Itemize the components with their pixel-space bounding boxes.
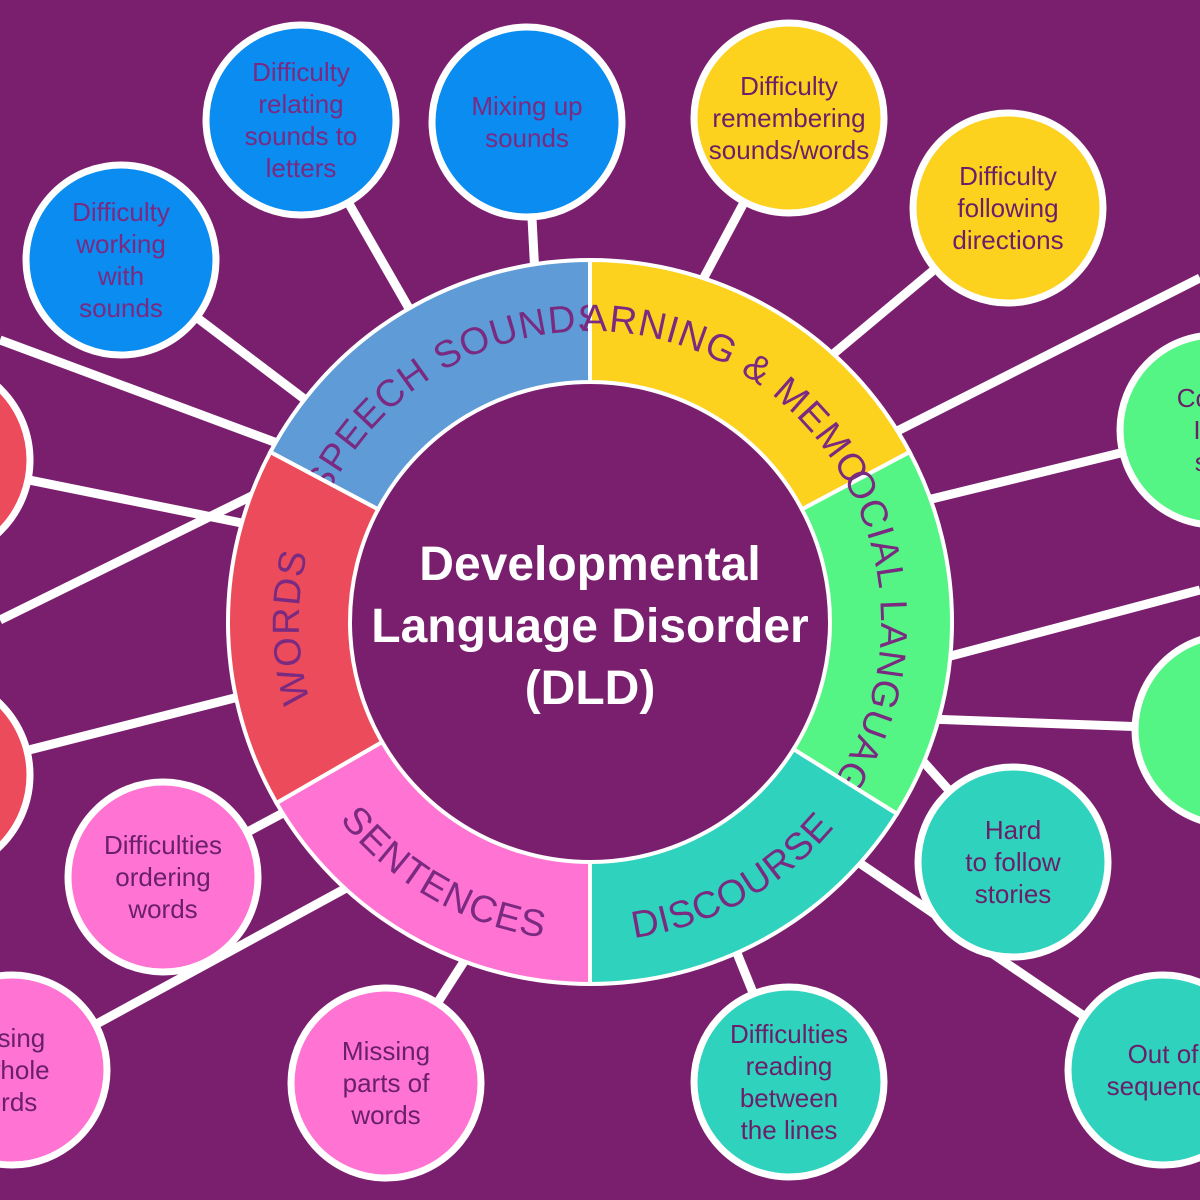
connector-line (0, 335, 287, 451)
symptom-bubble (0, 383, 34, 537)
bubble-circle (202, 21, 400, 219)
bubble-circle (690, 983, 888, 1181)
bubble-text-line: parts of (343, 1068, 430, 1098)
bubble-circle (0, 698, 34, 852)
bubble-text-line: sounds/words (709, 135, 869, 165)
bubble-text-line: Difficulty (740, 71, 838, 101)
bubble-text-line: Difficulty (72, 197, 170, 227)
bubble-text-line: issing (0, 1023, 45, 1053)
bubble-text-line: Difficulty (252, 57, 350, 87)
bubble-text-line: remembering (712, 103, 865, 133)
bubble-text-line: situ (1195, 447, 1200, 477)
bubble-text-line: sequence (1107, 1071, 1200, 1101)
bubble-text-line: Out of (1128, 1039, 1200, 1069)
bubble-text-line: with (97, 261, 144, 291)
bubble-circle (428, 23, 626, 221)
bubble-text-line: directions (952, 225, 1063, 255)
bubble-circle (914, 763, 1112, 961)
connector-line (938, 585, 1200, 664)
bubble-text-line: to follow (965, 847, 1061, 877)
bubble-text-line: Missing (342, 1036, 430, 1066)
bubble-text-line: the lines (741, 1115, 838, 1145)
bubble-circle (0, 383, 34, 537)
connector-line (0, 486, 266, 625)
center-title-line: (DLD) (525, 662, 656, 715)
bubble-text-line: between (740, 1083, 838, 1113)
connector-line (886, 273, 1200, 440)
bubble-text-line: stories (975, 879, 1052, 909)
bubble-text-line: Comm (1177, 383, 1200, 413)
symptom-bubble (0, 698, 34, 852)
symptom-bubble: Out ofsequence (1064, 971, 1200, 1169)
connector-line (0, 690, 247, 762)
bubble-text-line: sounds (79, 293, 163, 323)
bubble-text-line: /whole (0, 1055, 50, 1085)
bubble-text-line: words (127, 894, 197, 924)
bubble-text-line: ords (0, 1087, 37, 1117)
bubble-text-line: sounds (485, 123, 569, 153)
center-title-line: Language Disorder (371, 600, 808, 653)
bubble-circle (64, 778, 262, 976)
ring-segment-discourse (588, 746, 900, 987)
ring-segment-words (226, 449, 385, 806)
connector-line (0, 469, 253, 530)
bubble-circle (1064, 971, 1200, 1169)
bubble-text-line: Difficulty (959, 161, 1057, 191)
bubble-circle (909, 109, 1107, 307)
bubble-text-line: words (350, 1100, 420, 1130)
bubble-text-line: In d (1193, 415, 1200, 445)
bubble-text-line: reading (746, 1051, 833, 1081)
bubble-text-line: letters (266, 153, 337, 183)
bubble-text-line: working (75, 229, 166, 259)
bubble-text-line: Hard (985, 815, 1041, 845)
bubble-circle (1131, 636, 1200, 824)
bubble-text-line: following (957, 193, 1058, 223)
bubble-text-line: Difficulties (104, 830, 222, 860)
symptom-bubble: N (1131, 636, 1200, 824)
bubble-text-line: relating (258, 89, 343, 119)
bubble-text-line: Mixing up (471, 91, 582, 121)
center-circle-fill (354, 386, 826, 858)
bubble-circle (1116, 332, 1200, 528)
bubble-text-line: Difficulties (730, 1019, 848, 1049)
bubble-circle (287, 984, 485, 1182)
bubble-circle (690, 19, 888, 217)
bubble-circle (22, 161, 220, 359)
symptom-bubble: Comm In d situ (1116, 332, 1200, 528)
symptom-bubble: issing/wholeords (0, 971, 111, 1169)
bubble-circle (0, 971, 111, 1169)
center-title-line: Developmental (419, 538, 760, 591)
bubble-text-line: sounds to (245, 121, 358, 151)
bubble-text-line: ordering (115, 862, 210, 892)
